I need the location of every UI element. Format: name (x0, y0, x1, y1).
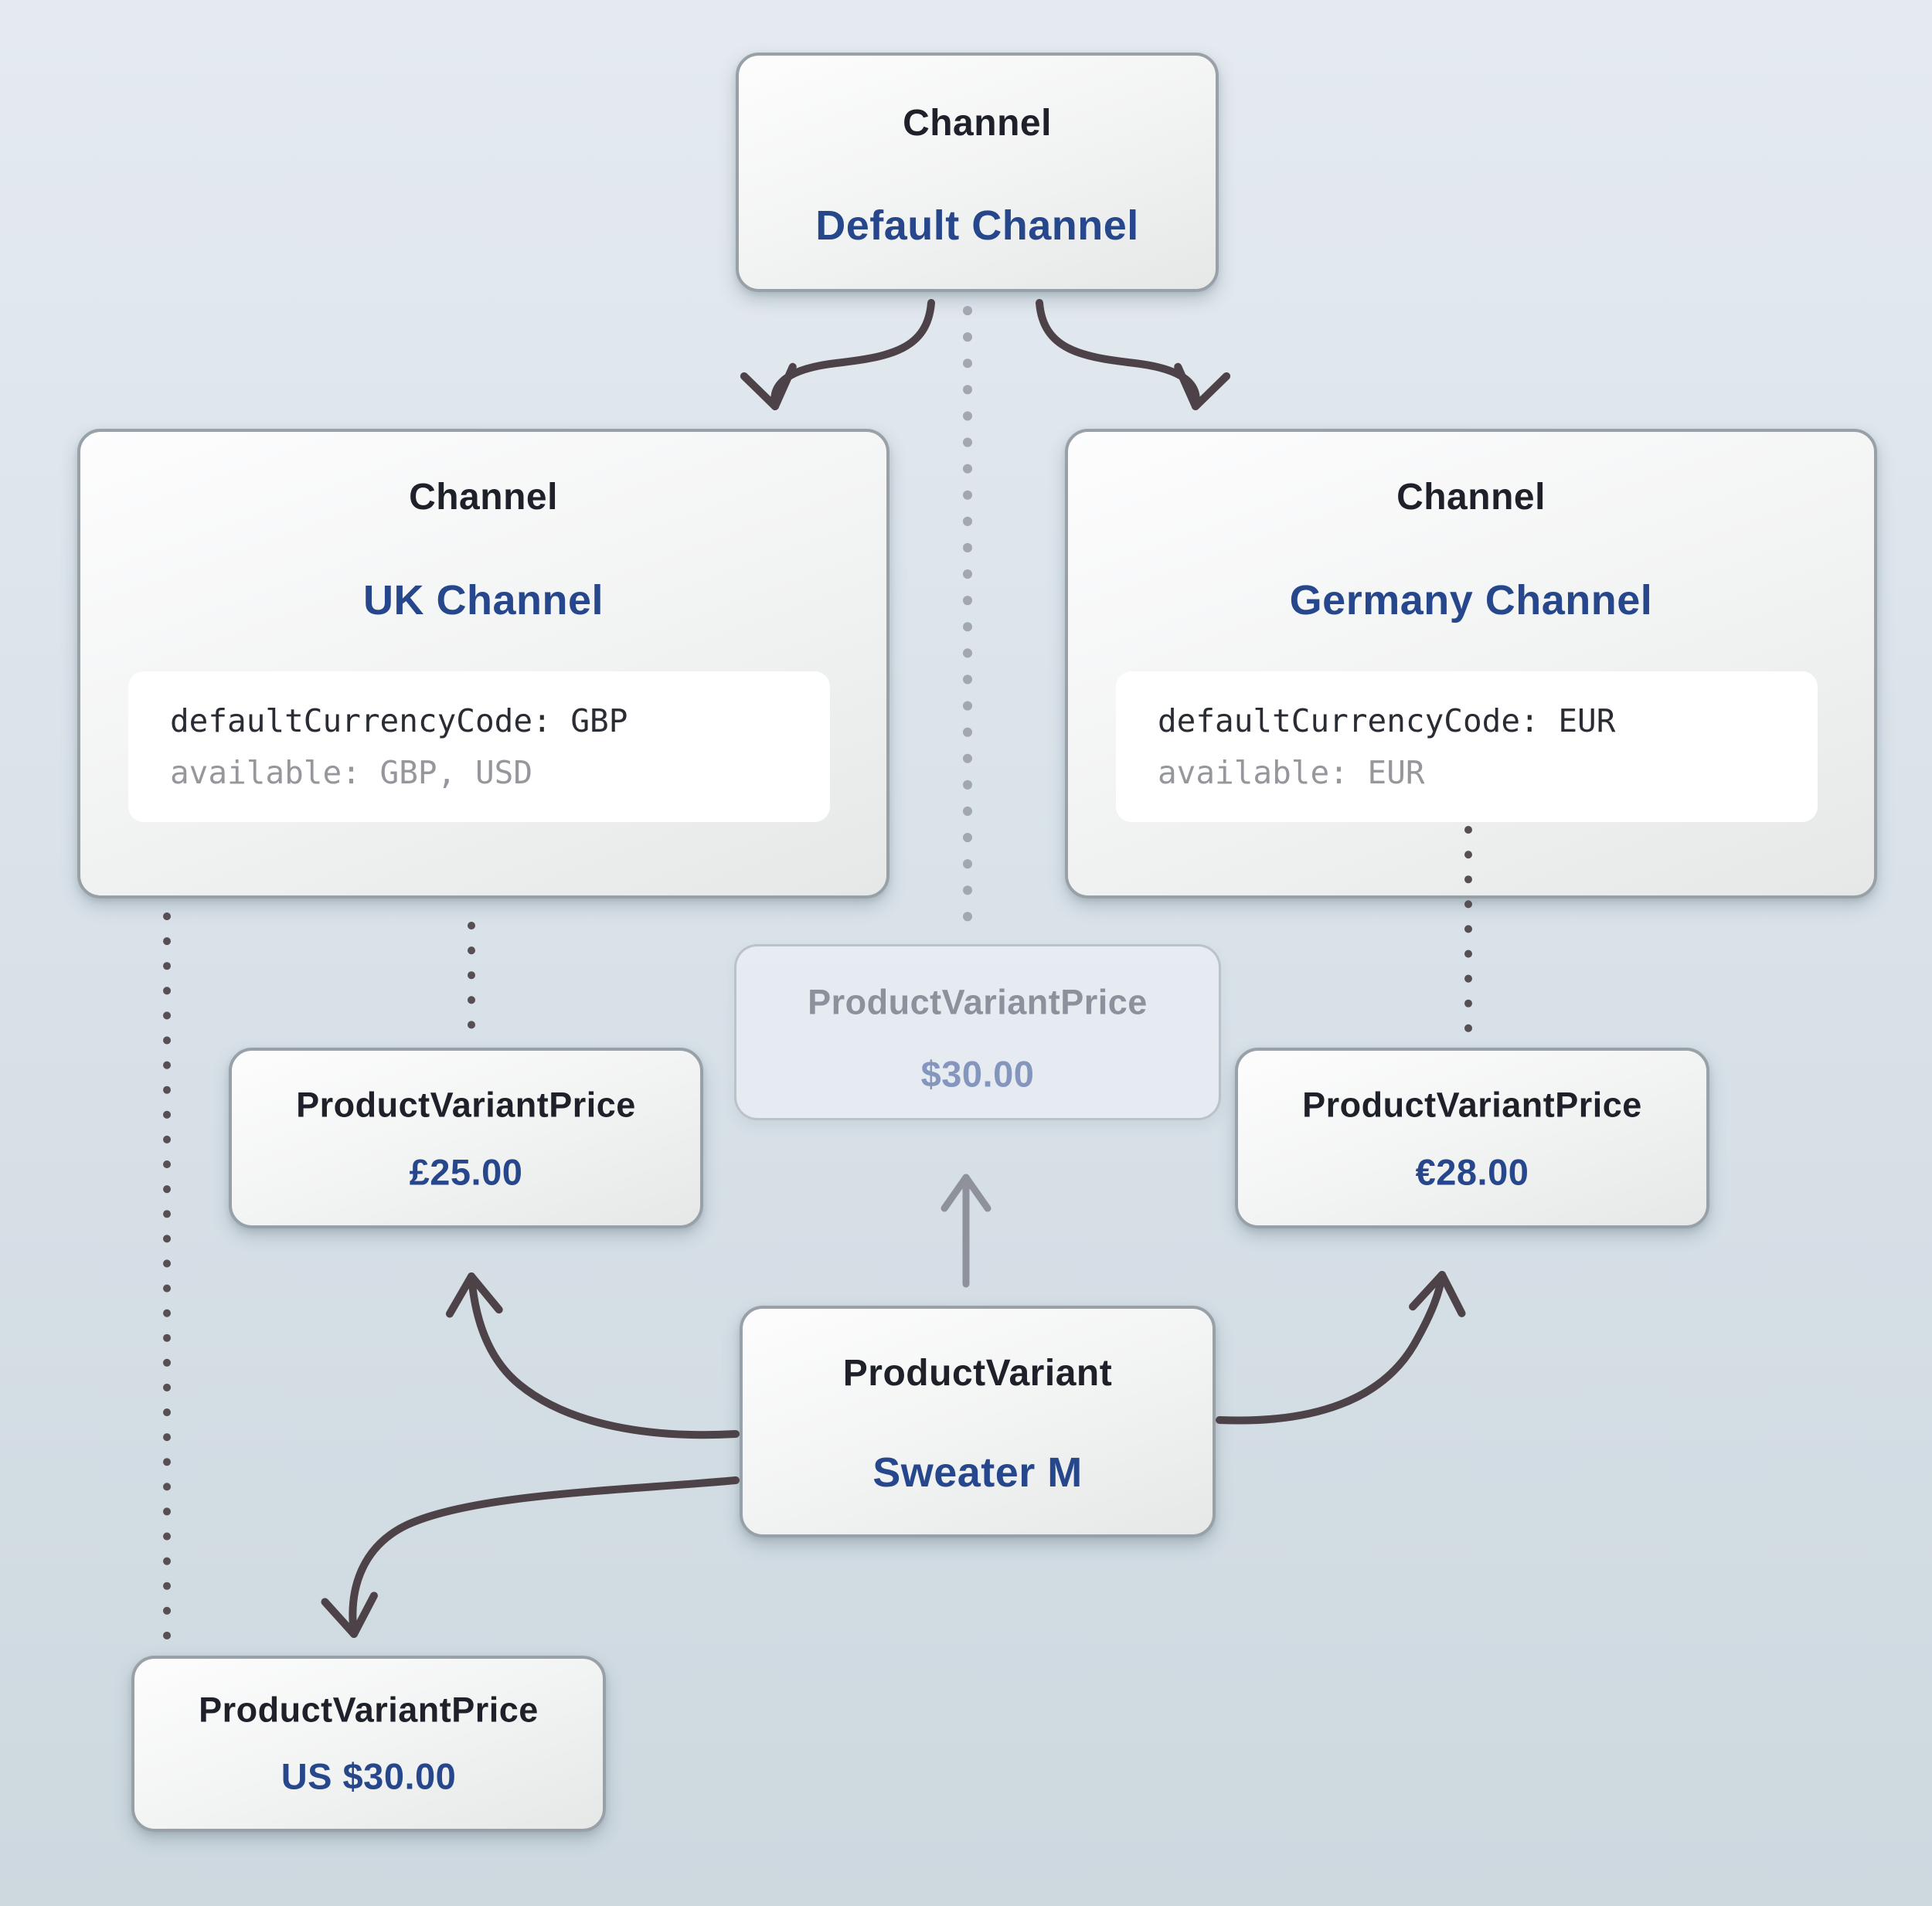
default-price-node: ProductVariantPrice $30.00 (734, 944, 1221, 1120)
uk-price-node: ProductVariantPrice £25.00 (229, 1048, 703, 1228)
us-price-node: ProductVariantPrice US $30.00 (131, 1656, 606, 1832)
edge-default-channel-to-germany-channel (1036, 299, 1231, 410)
edge-default-channel-to-uk-channel (740, 299, 935, 410)
us-price-type-label: ProductVariantPrice (199, 1690, 539, 1730)
uk-channel-type-label: Channel (409, 477, 558, 518)
default-price-value: $30.00 (920, 1053, 1035, 1095)
germany-channel-node: Channel Germany Channel defaultCurrencyC… (1065, 429, 1877, 899)
germany-channel-default-currency: defaultCurrencyCode: EUR (1158, 702, 1616, 739)
default-channel-node: Channel Default Channel (736, 53, 1219, 292)
uk-price-value: £25.00 (409, 1151, 523, 1193)
uk-channel-default-currency: defaultCurrencyCode: GBP (170, 702, 628, 739)
default-channel-type-label: Channel (903, 103, 1052, 144)
germany-channel-available-currencies: available: EUR (1158, 753, 1425, 791)
uk-channel-node: Channel UK Channel defaultCurrencyCode: … (77, 429, 889, 899)
uk-channel-currency-info: defaultCurrencyCode: GBP available: GBP,… (128, 671, 830, 822)
germany-channel-name-label: Germany Channel (1289, 577, 1653, 623)
edge-product-variant-to-germany-price-arrow (1216, 1271, 1466, 1425)
germany-price-node: ProductVariantPrice €28.00 (1235, 1048, 1709, 1228)
product-variant-type-label: ProductVariant (842, 1353, 1113, 1394)
us-price-value: US $30.00 (281, 1755, 457, 1797)
edge-product-variant-to-us-price-arrow (321, 1476, 740, 1638)
germany-price-type-label: ProductVariantPrice (1302, 1085, 1642, 1125)
germany-channel-currency-info: defaultCurrencyCode: EUR available: EUR (1116, 671, 1818, 822)
default-channel-name-label: Default Channel (815, 202, 1139, 249)
uk-channel-name-label: UK Channel (362, 577, 604, 623)
default-price-type-label: ProductVariantPrice (808, 982, 1148, 1022)
product-variant-name-label: Sweater M (872, 1449, 1083, 1496)
edge-product-variant-to-uk-price-arrow (445, 1272, 740, 1439)
product-variant-node: ProductVariant Sweater M (740, 1306, 1216, 1537)
uk-price-type-label: ProductVariantPrice (296, 1085, 636, 1125)
uk-channel-available-currencies: available: GBP, USD (170, 753, 532, 791)
germany-channel-type-label: Channel (1396, 477, 1546, 518)
germany-price-value: €28.00 (1415, 1151, 1529, 1193)
